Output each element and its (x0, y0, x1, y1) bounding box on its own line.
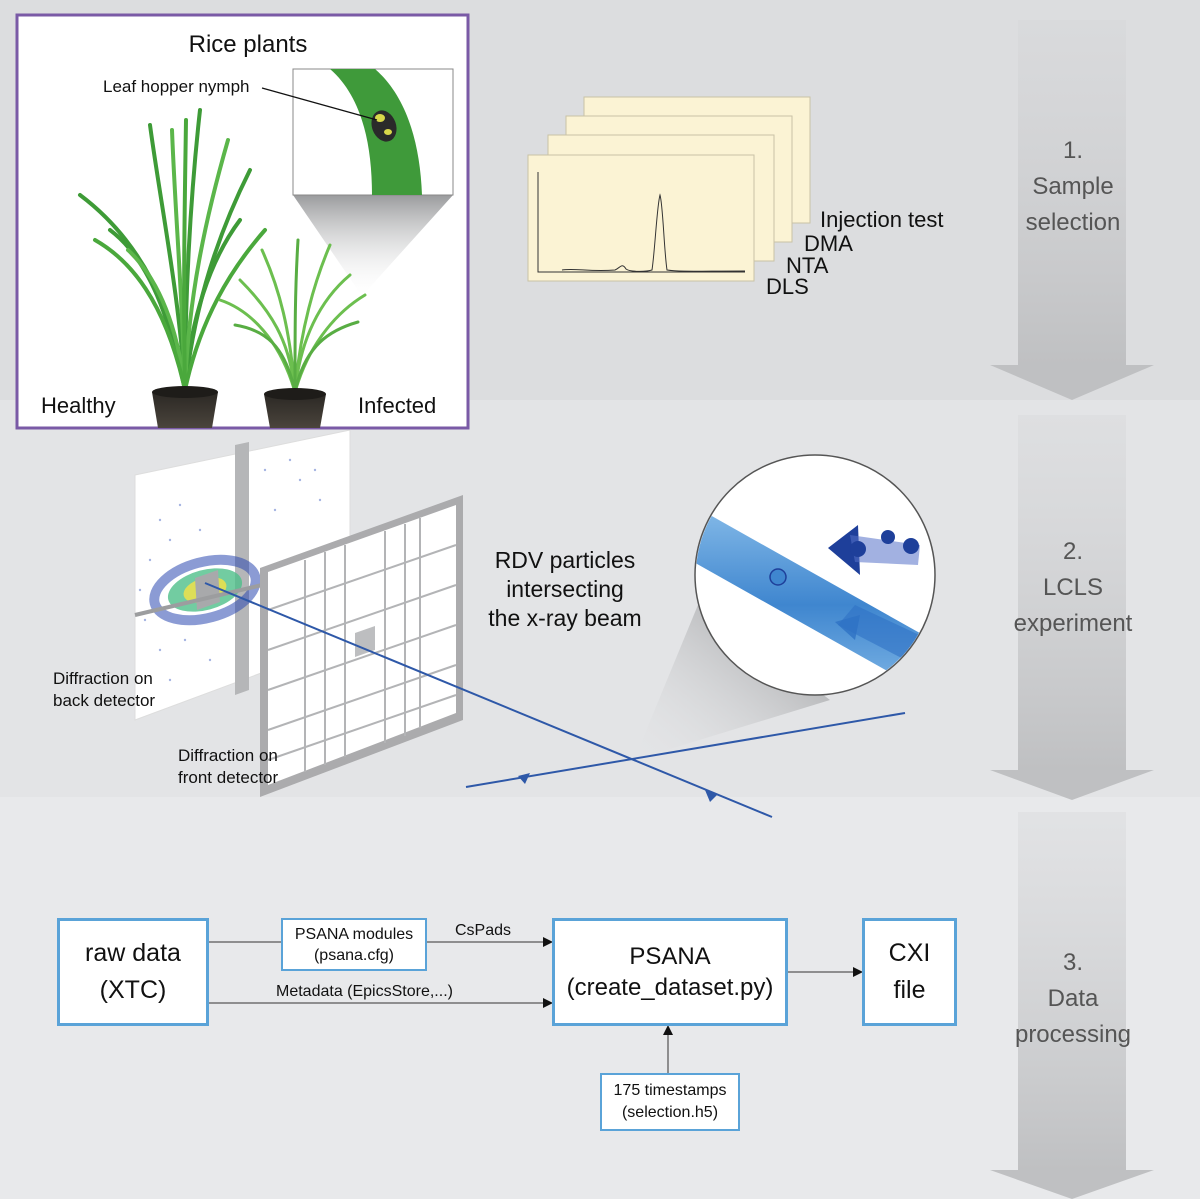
front-detector-label: Diffraction on front detector (178, 746, 279, 787)
callout-line (261, 87, 378, 121)
step-label-1: 1. Sample selection (1025, 137, 1121, 236)
beam-arrowhead-2 (705, 790, 718, 802)
step-arrow-2 (990, 415, 1154, 800)
step-arrow-3 (990, 812, 1154, 1199)
metadata-label: Metadata (EpicsStore,...) (276, 983, 453, 1000)
sheet-dls (527, 154, 755, 282)
chromatogram-trace (561, 193, 746, 272)
raw-data-box: raw data (XTC) (57, 918, 209, 1026)
leaf-hopper-label: Leaf hopper nymph (103, 77, 250, 96)
virus-particle-icon (903, 538, 919, 554)
flow-connectors (208, 941, 855, 1075)
interaction-zoom-cone (634, 600, 830, 760)
test-label-nta: NTA (786, 253, 829, 278)
test-label-dma: DMA (804, 231, 853, 256)
infected-pot (264, 394, 326, 428)
cxi-file-box: CXI file (862, 918, 957, 1026)
leaf-hopper-icon (371, 110, 397, 142)
front-detector (260, 495, 463, 797)
step-label-2: 2. LCLS experiment (1013, 538, 1133, 637)
test-sheets (527, 96, 811, 282)
psana-box: PSANA (create_dataset.py) (552, 918, 788, 1026)
arrowhead-cxi (853, 967, 863, 977)
zoom-cone (293, 195, 453, 296)
cspads-label: CsPads (455, 922, 512, 939)
healthy-plant-icon (78, 108, 267, 392)
step-arrow-1 (990, 20, 1154, 400)
arrowhead-metadata (543, 998, 553, 1008)
virus-particle-icon (881, 530, 895, 544)
psana-modules-box: PSANA modules (psana.cfg) (281, 918, 427, 971)
arrowhead-cspads (543, 937, 553, 947)
test-label-injection: Injection test (820, 207, 944, 232)
rdv-particles-label: RDV particles intersecting the x-ray bea… (488, 547, 642, 631)
xray-beams (204, 582, 906, 818)
beam-arrowhead-1 (518, 773, 530, 784)
rice-plants-title: Rice plants (188, 31, 308, 58)
step-label-3: 3. Data processing (1014, 949, 1132, 1048)
timestamps-box: 175 timestamps (selection.h5) (600, 1073, 740, 1131)
test-label-dls: DLS (766, 274, 809, 299)
healthy-label: Healthy (41, 393, 116, 418)
healthy-pot (152, 392, 218, 428)
infected-label: Infected (358, 393, 437, 418)
virus-particle-icon (769, 568, 787, 586)
virus-particle-icon (850, 541, 866, 557)
back-detector-label: Diffraction on back detector (53, 669, 156, 710)
infected-plant-icon (218, 238, 367, 394)
arrowhead-timestamps (663, 1025, 673, 1035)
rice-plants-panel (15, 13, 470, 430)
beam-magnifier (694, 454, 936, 696)
